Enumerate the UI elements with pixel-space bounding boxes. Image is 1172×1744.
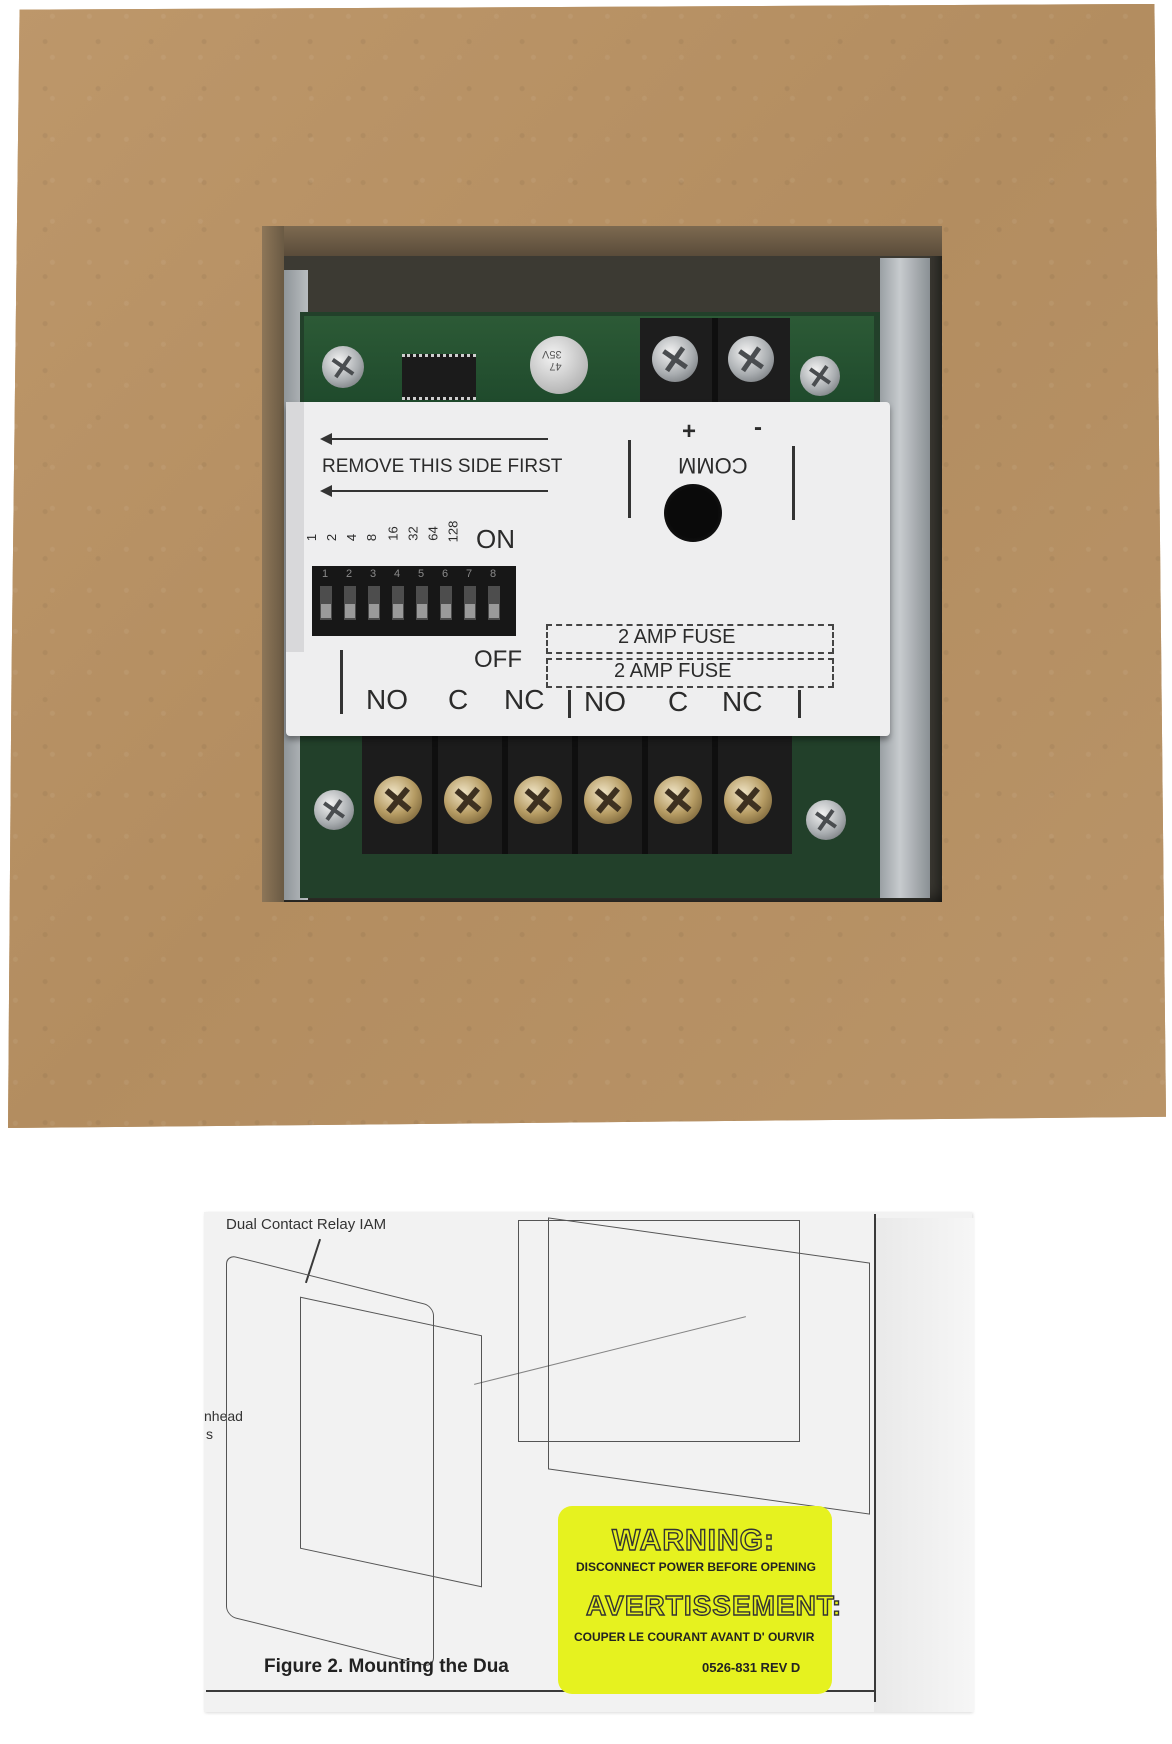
terminal-screw-1-icon <box>374 776 422 824</box>
dip-switch-address[interactable]: 1 2 3 4 5 6 7 8 <box>312 566 516 636</box>
capacitor: 47 35V <box>530 336 588 394</box>
warning-text-en: DISCONNECT POWER BEFORE OPENING <box>576 1560 817 1574</box>
diagram-junction-box <box>518 1220 800 1442</box>
board-screw-top-left-icon <box>322 346 364 388</box>
board-screw-top-right-icon <box>800 356 840 396</box>
dip-value-labels: 1 2 4 8 16 32 64 128 <box>304 520 476 560</box>
dip-number: 3 <box>370 568 377 580</box>
dip-value: 16 <box>385 526 401 541</box>
manual-callout-title: Dual Contact Relay IAM <box>226 1216 387 1233</box>
warning-part-number: 0526-831 REV D <box>702 1660 801 1675</box>
dip-number: 8 <box>490 568 497 580</box>
terminal-screw-2-icon <box>444 776 492 824</box>
arrow-left-top-icon <box>320 433 548 445</box>
comm-label: COMM <box>678 453 748 478</box>
dip-value: 2 <box>324 533 340 542</box>
warning-sticker <box>558 1506 832 1694</box>
capacitor-text: 47 35V <box>542 348 562 372</box>
dip-value: 32 <box>405 526 421 541</box>
dip-value: 4 <box>344 533 360 542</box>
dip-on-label: ON <box>476 524 515 554</box>
ic-chip <box>402 354 476 400</box>
dip-switch-3[interactable] <box>368 586 380 620</box>
dip-value: 1 <box>304 533 320 542</box>
terminal-divider-mid <box>568 690 571 718</box>
dip-switch-2[interactable] <box>344 586 356 620</box>
remove-instruction: REMOVE THIS SIDE FIRST <box>322 456 563 477</box>
dip-switch-8[interactable] <box>488 586 500 620</box>
diagram-junction-box-front <box>548 1217 870 1515</box>
warning-text-fr: COUPER LE COURANT AVANT D' OURVIR <box>574 1630 815 1644</box>
comm-plus-screw-icon <box>652 336 698 382</box>
terminal-label-no-2: NO <box>584 686 626 717</box>
terminal-screw-5-icon <box>654 776 702 824</box>
cutout-inner-wall-top <box>262 226 942 256</box>
page-border-right <box>874 1214 876 1702</box>
dip-number: 4 <box>394 568 401 580</box>
comm-minus-screw-icon <box>728 336 774 382</box>
board-screw-bottom-left-icon <box>314 790 354 830</box>
dip-value: 8 <box>364 533 380 542</box>
relay-terminal-block <box>362 728 792 854</box>
comm-plus-sign: + <box>682 418 697 445</box>
comm-divider-left <box>628 440 631 518</box>
terminal-screw-4-icon <box>584 776 632 824</box>
dip-switch-5[interactable] <box>416 586 428 620</box>
terminal-label-no-1: NO <box>366 684 408 715</box>
dip-number: 1 <box>322 568 329 580</box>
dip-number: 6 <box>442 568 449 580</box>
manual-page-edge <box>874 1218 974 1712</box>
dip-switch-7[interactable] <box>464 586 476 620</box>
terminal-label-nc-1: NC <box>504 684 545 715</box>
dip-number: 5 <box>418 568 425 580</box>
fuse-1-outline <box>546 624 834 654</box>
comm-divider-right <box>792 446 795 520</box>
diagram-module-body <box>300 1296 482 1588</box>
warning-title-fr: AVERTISSEMENT: <box>585 1589 843 1621</box>
dip-switch-1[interactable] <box>320 586 332 620</box>
terminal-label-c-1: C <box>448 684 469 715</box>
dip-value: 128 <box>445 520 461 543</box>
dip-switch-4[interactable] <box>392 586 404 620</box>
comm-minus-sign: - <box>754 414 762 441</box>
fuse-2-label: 2 AMP FUSE <box>614 660 732 682</box>
terminal-divider-left <box>340 650 343 714</box>
dip-number: 7 <box>466 568 473 580</box>
warning-title-en: WARNING: <box>611 1523 775 1557</box>
comm-led-hole <box>664 484 722 542</box>
arrow-left-bottom-icon <box>320 485 548 497</box>
terminal-label-nc-2: NC <box>722 686 763 717</box>
manual-figure-caption: Figure 2. Mounting the Dua <box>264 1656 509 1677</box>
dip-switch-6[interactable] <box>440 586 452 620</box>
terminal-divider-right <box>798 690 801 718</box>
cutout-inner-wall-left <box>262 226 284 902</box>
page-border-bottom <box>206 1690 876 1692</box>
manual-callout-panhead-2: s <box>206 1426 213 1442</box>
terminal-label-c-2: C <box>668 686 689 717</box>
manual-callout-panhead: nhead <box>204 1408 243 1424</box>
terminal-screw-3-icon <box>514 776 562 824</box>
fuse-1-label: 2 AMP FUSE <box>618 626 736 648</box>
board-screw-bottom-right-icon <box>806 800 846 840</box>
terminal-screw-6-icon <box>724 776 772 824</box>
dip-off-label: OFF <box>474 646 522 673</box>
fuse-2-outline <box>546 658 834 688</box>
comm-terminal-block <box>640 318 790 402</box>
cover-side-tab <box>286 402 304 652</box>
dip-value: 64 <box>425 526 441 541</box>
dip-number: 2 <box>346 568 353 580</box>
